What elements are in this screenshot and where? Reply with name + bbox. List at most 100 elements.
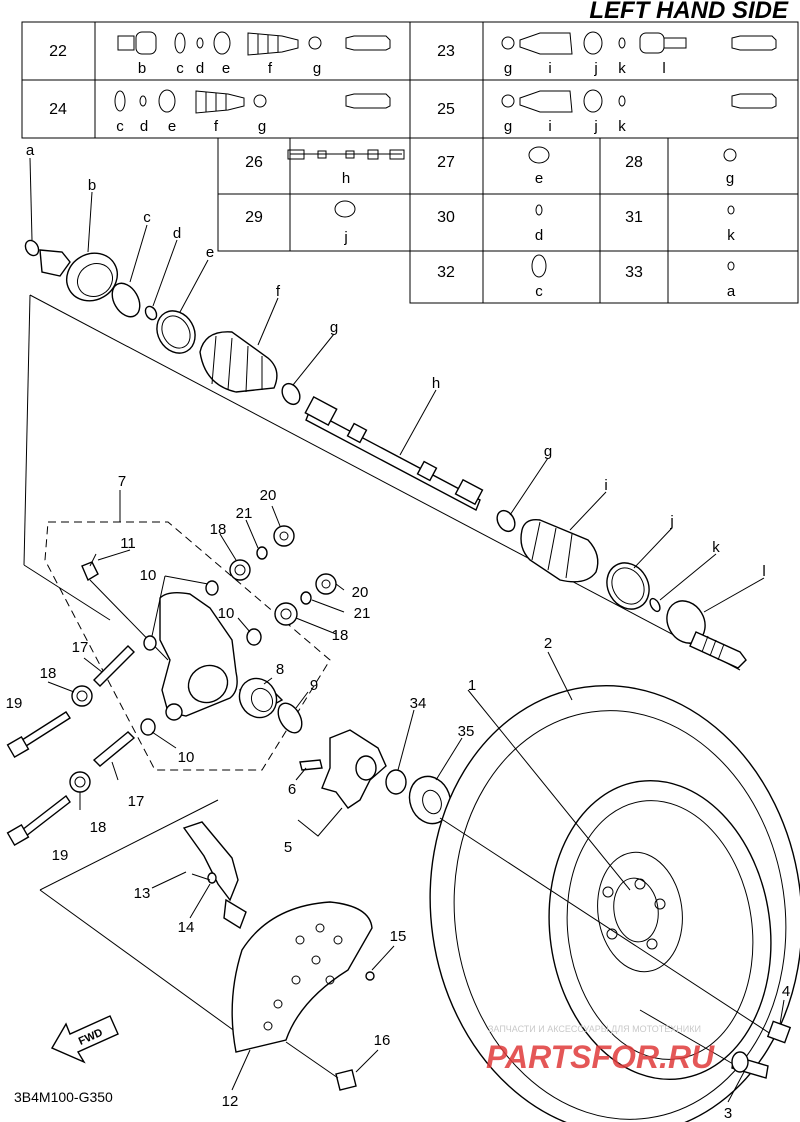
callout-h: h [432,375,440,392]
callout-8: 8 [276,661,284,678]
callout-d: d [173,225,181,242]
callout-6: 6 [288,781,296,798]
callout-l: l [762,563,765,580]
callout-i: i [604,477,607,494]
kit-29-letter: j [343,229,347,246]
callout-b: b [88,177,96,194]
kit-32-ring-icon [531,254,547,278]
kit-23-parts: g i j k l [501,31,777,77]
kit-24-letter-c: c [116,118,124,135]
kit-25-letter-i: i [548,118,551,135]
kit-24-parts: c d e f g [114,89,391,135]
driveshaft-assembly: a b c d e f g h g i j k l [23,142,766,671]
kit-26-letter: h [342,170,350,187]
callout-a: a [26,142,35,159]
drawing-code: 3B4M100-G350 [14,1089,113,1105]
callout-21-right: 21 [354,605,371,622]
kit-32-letter: c [535,283,543,300]
callout-17-bottom: 17 [128,793,145,810]
kit-25-letter-g: g [504,118,512,135]
kit-23-letter-j: j [593,60,597,77]
callout-17-top: 17 [72,639,89,656]
kit-number-24: 24 [49,101,67,118]
callout-34: 34 [410,695,427,712]
kit-number-32: 32 [437,264,455,281]
callout-16: 16 [374,1032,391,1049]
kit-24-letter-g: g [258,118,266,135]
kit-23-letter-i: i [548,60,551,77]
kit-22-letter-e: e [222,60,230,77]
kit-22-letter-b: b [138,60,146,77]
kit-28-letter: g [726,170,734,187]
callout-35: 35 [458,723,475,740]
callout-10-top: 10 [140,567,157,584]
kit-23-letter-g: g [504,60,512,77]
kit-number-22: 22 [49,43,67,60]
kit-24-letter-f: f [214,118,219,135]
kit-29-clamp-icon [334,200,356,218]
kit-number-23: 23 [437,43,455,60]
callout-18-left-bottom: 18 [90,819,107,836]
callout-11: 11 [120,535,136,552]
kit-26-shaft-icon [287,149,405,160]
callout-20-right: 20 [352,584,369,601]
kit-23-letter-k: k [618,60,626,77]
fwd-arrow-icon: FWD [50,1015,119,1064]
callout-20-top: 20 [260,487,277,504]
callout-2: 2 [544,635,552,652]
kit-25-parts: g i j k [501,89,777,135]
kit-24-letter-e: e [168,118,176,135]
kit-table: 22 23 24 25 b c d e f g [21,21,799,304]
kit-22-letter-f: f [268,60,273,77]
kit-30-washer-icon [535,204,543,216]
callout-g-2: g [544,443,552,460]
kit-31-clip-icon [727,205,735,215]
callout-4: 4 [782,983,790,1000]
kit-27-clamp-icon [528,146,550,164]
kit-number-30: 30 [437,209,455,226]
callout-e: e [206,244,214,261]
kit-27-letter: e [535,170,543,187]
brake-guard-assembly: 13 14 15 16 12 4 3 [39,799,790,1122]
kit-33-ring-icon [727,261,735,271]
callout-9: 9 [310,677,318,694]
kit-22-letter-g: g [313,60,321,77]
kit-number-31: 31 [625,209,643,226]
knuckle-assembly: 7 11 10 18 21 20 20 21 18 10 17 18 8 9 1… [6,473,371,864]
callout-k: k [712,539,720,556]
kit-25-letter-k: k [618,118,626,135]
hub-and-wheel: 34 35 6 5 1 2 [284,635,800,1122]
kit-number-33: 33 [625,264,643,281]
callout-19-bottom: 19 [52,847,69,864]
kit-number-26: 26 [245,154,263,171]
callout-f: f [276,283,281,300]
callout-18-left-top: 18 [40,665,57,682]
callout-14: 14 [178,919,195,936]
kit-23-letter-l: l [662,60,665,77]
kit-31-letter: k [727,227,735,244]
callout-13: 13 [134,885,151,902]
watermark-caption: ЗАПЧАСТИ И АКСЕССУАРЫ ДЛЯ МОТОТЕХНИКИ [488,1024,701,1034]
callout-18-right: 18 [332,627,349,644]
kit-24-letter-d: d [140,118,148,135]
kit-22-parts: b c d e f g [117,31,391,77]
kit-30-letter: d [535,227,543,244]
callout-j: j [669,513,673,530]
kit-number-25: 25 [437,101,455,118]
callout-g: g [330,319,338,336]
callout-21-top: 21 [236,505,253,522]
callout-12: 12 [222,1093,239,1110]
callout-10-bottom: 10 [178,749,195,766]
kit-25-letter-j: j [593,118,597,135]
kit-28-ring-icon [723,148,737,162]
callout-15: 15 [390,928,407,945]
callout-1: 1 [468,677,476,694]
callout-7: 7 [118,473,126,490]
callout-3: 3 [724,1105,732,1122]
page-title: LEFT HAND SIDE [589,0,789,24]
kit-number-29: 29 [245,209,263,226]
callout-5: 5 [284,839,292,856]
kit-22-letter-d: d [196,60,204,77]
callout-18-top: 18 [210,521,227,538]
